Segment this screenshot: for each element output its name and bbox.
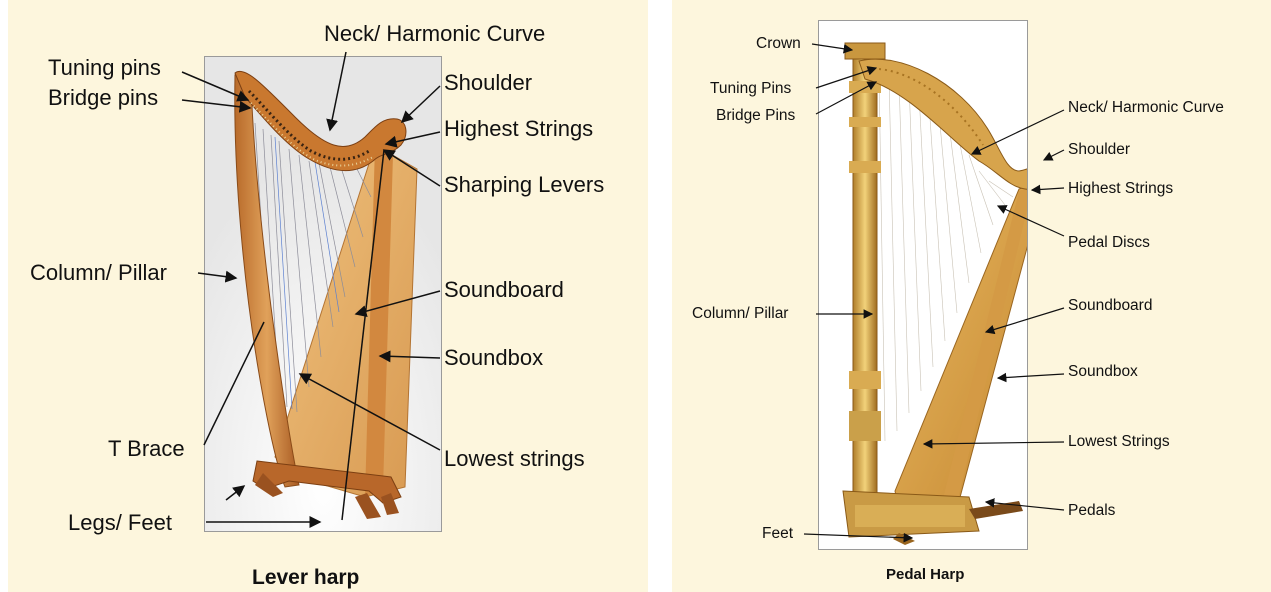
pedal-harp-caption: Pedal Harp — [886, 566, 964, 583]
label-soundboard: Soundboard — [444, 279, 564, 301]
label-column-pillar: Column/ Pillar — [692, 306, 788, 322]
label-legs-feet: Legs/ Feet — [68, 512, 172, 534]
label-pedals: Pedals — [1068, 503, 1115, 519]
label-soundbox: Soundbox — [444, 347, 543, 369]
lever-harp-panel: Neck/ Harmonic Curve Tuning pins Bridge … — [8, 0, 648, 592]
pedal-harp-photo — [818, 20, 1028, 550]
label-sharping-levers: Sharping Levers — [444, 174, 604, 196]
lever-harp-caption: Lever harp — [252, 566, 359, 590]
pedal-harp-illustration — [819, 21, 1027, 549]
label-highest-strings: Highest Strings — [444, 118, 593, 140]
label-highest-strings: Highest Strings — [1068, 181, 1173, 197]
label-shoulder: Shoulder — [444, 72, 532, 94]
label-tuning-pins: Tuning pins — [48, 57, 161, 79]
label-bridge-pins: Bridge Pins — [716, 108, 795, 124]
label-soundboard: Soundboard — [1068, 298, 1152, 314]
label-t-brace: T Brace — [108, 438, 185, 460]
label-column-pillar: Column/ Pillar — [30, 262, 167, 284]
label-soundbox: Soundbox — [1068, 364, 1138, 380]
lever-harp-illustration — [205, 57, 441, 531]
label-neck-harmonic-curve: Neck/ Harmonic Curve — [1068, 100, 1224, 116]
label-feet: Feet — [762, 526, 793, 542]
label-lowest-strings: Lowest Strings — [1068, 434, 1170, 450]
pedal-harp-panel: Crown Tuning Pins Bridge Pins Neck/ Harm… — [672, 0, 1271, 592]
label-lowest-strings: Lowest strings — [444, 448, 585, 470]
label-neck-harmonic-curve: Neck/ Harmonic Curve — [324, 23, 545, 45]
lever-harp-photo — [204, 56, 442, 532]
label-tuning-pins: Tuning Pins — [710, 81, 791, 97]
label-bridge-pins: Bridge pins — [48, 87, 158, 109]
label-pedal-discs: Pedal Discs — [1068, 235, 1150, 251]
label-shoulder: Shoulder — [1068, 142, 1130, 158]
label-crown: Crown — [756, 36, 801, 52]
